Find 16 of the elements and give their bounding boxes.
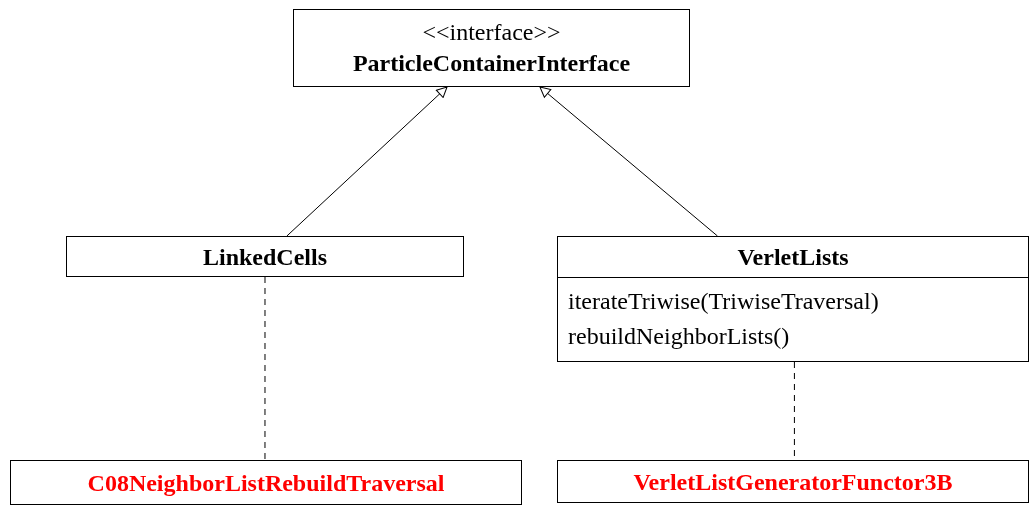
class-box: [557, 460, 1029, 503]
method-text: iterateTriwise(TriwiseTraversal): [568, 287, 880, 316]
interface-name: ParticleContainerInterface: [352, 49, 631, 78]
class-name: VerletLists: [737, 243, 849, 272]
class-name: VerletListGeneratorFunctor3B: [633, 467, 953, 497]
dependency-line: [264, 276, 266, 461]
class-box: [10, 460, 522, 505]
class-box: [66, 236, 464, 277]
class-box: [557, 236, 1029, 362]
generalization-arrow: [539, 86, 718, 237]
class-name: LinkedCells: [203, 242, 327, 272]
method-text: rebuildNeighborLists(): [568, 322, 791, 351]
interface-box: [293, 9, 690, 87]
stereotype-label: <<interface>>: [422, 18, 561, 47]
class-name: C08NeighborListRebuildTraversal: [87, 468, 445, 498]
generalization-arrow: [286, 86, 448, 237]
